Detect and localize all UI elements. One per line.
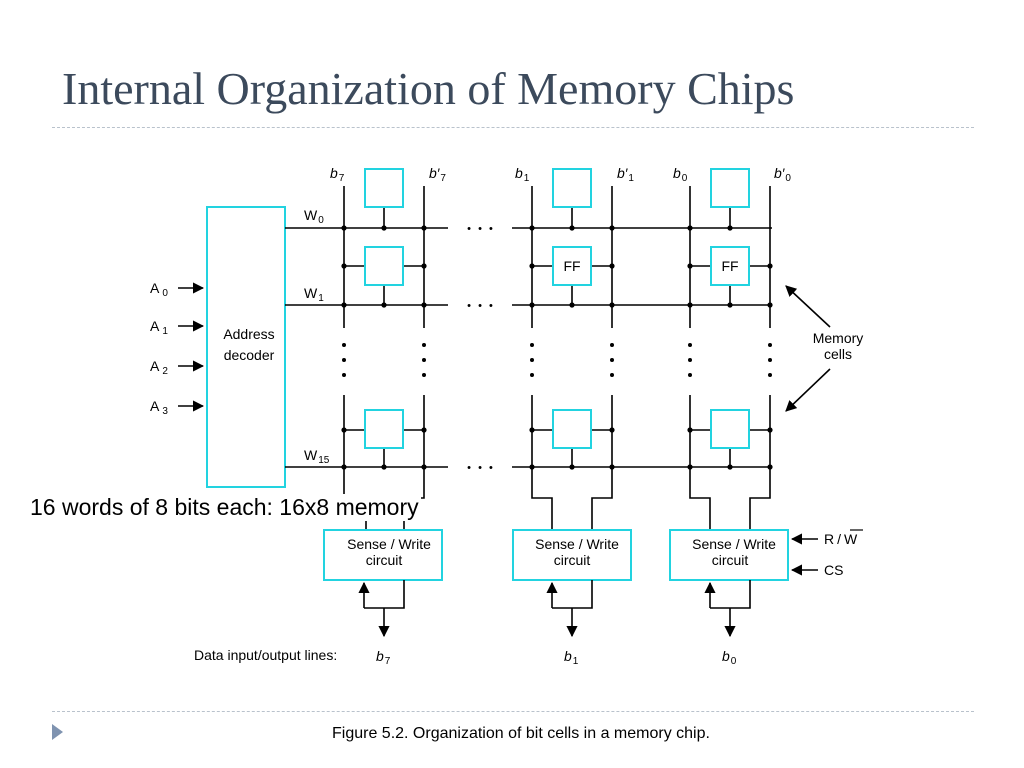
bit-line-ellipses [342,343,772,377]
word-ellipsis: • • • [467,300,495,312]
sense-write-box [512,529,632,581]
memory-cell [552,246,592,286]
address-decoder-box [206,206,286,488]
sense-write-box [323,529,443,581]
bit-line-label-b1-prime: b′1 [617,165,634,184]
memory-cell [552,168,592,208]
sense-write-label: circuit [366,552,403,568]
figure-caption: Figure 5.2. Organization of bit cells in… [332,725,710,742]
footer-divider [52,711,974,712]
read-write-label: R/W [824,531,858,547]
title-divider [52,127,974,128]
bit-line-label-b7: b7 [330,165,345,184]
bullet-arrow-icon [52,724,63,740]
cell-connections [344,207,770,467]
data-io-b7: b7 [376,648,391,667]
sense-write-label: circuit [554,552,591,568]
memory-cell [364,409,404,449]
address-decoder-label: decoder [224,347,275,363]
bit-lines [343,186,771,530]
memory-cells-arrows [785,285,831,412]
memory-cell [710,409,750,449]
memory-cell [552,409,592,449]
word-lines [285,227,772,468]
bit-line-label-b0-prime: b′0 [774,165,791,184]
sense-write-label: Sense / Write [692,536,776,552]
address-input-arrows [178,282,205,412]
word-ellipsis: • • • [467,223,495,235]
memory-cell [364,168,404,208]
sense-write-circuits [323,529,789,581]
bit-line-label-b0: b0 [673,165,688,184]
memory-cell [710,246,750,286]
chip-select-label: CS [824,562,843,578]
memory-cell-grid [364,168,750,449]
slide-title: Internal Organization of Memory Chips [62,63,795,114]
ff-label: FF [721,258,738,274]
word-line-label-w1: W1 [304,285,324,304]
data-io-b1: b1 [564,648,579,667]
data-io-lines [358,580,751,638]
ff-label: FF [563,258,580,274]
bit-line-label-b7-prime: b′7 [429,165,446,184]
memory-cells-label: cells [824,346,852,362]
word-line-label-w15: W15 [304,447,330,466]
junction-dots [341,225,773,470]
bit-line-label-b1: b1 [515,165,530,184]
memory-cell [364,246,404,286]
address-decoder-label: Address [223,326,274,342]
data-io-label: Data input/output lines: [194,647,337,663]
memory-cell [710,168,750,208]
sense-write-box [669,529,789,581]
data-io-b0: b0 [722,648,737,667]
memory-summary-label: 16 words of 8 bits each: 16x8 memory [28,494,421,521]
word-ellipsis: • • • [467,462,495,474]
word-line-label-w0: W0 [304,207,324,226]
sense-write-label: Sense / Write [347,536,431,552]
sense-write-label: Sense / Write [535,536,619,552]
control-arrows [790,533,818,576]
memory-cells-label: Memory [813,330,864,346]
sense-write-label: circuit [712,552,749,568]
